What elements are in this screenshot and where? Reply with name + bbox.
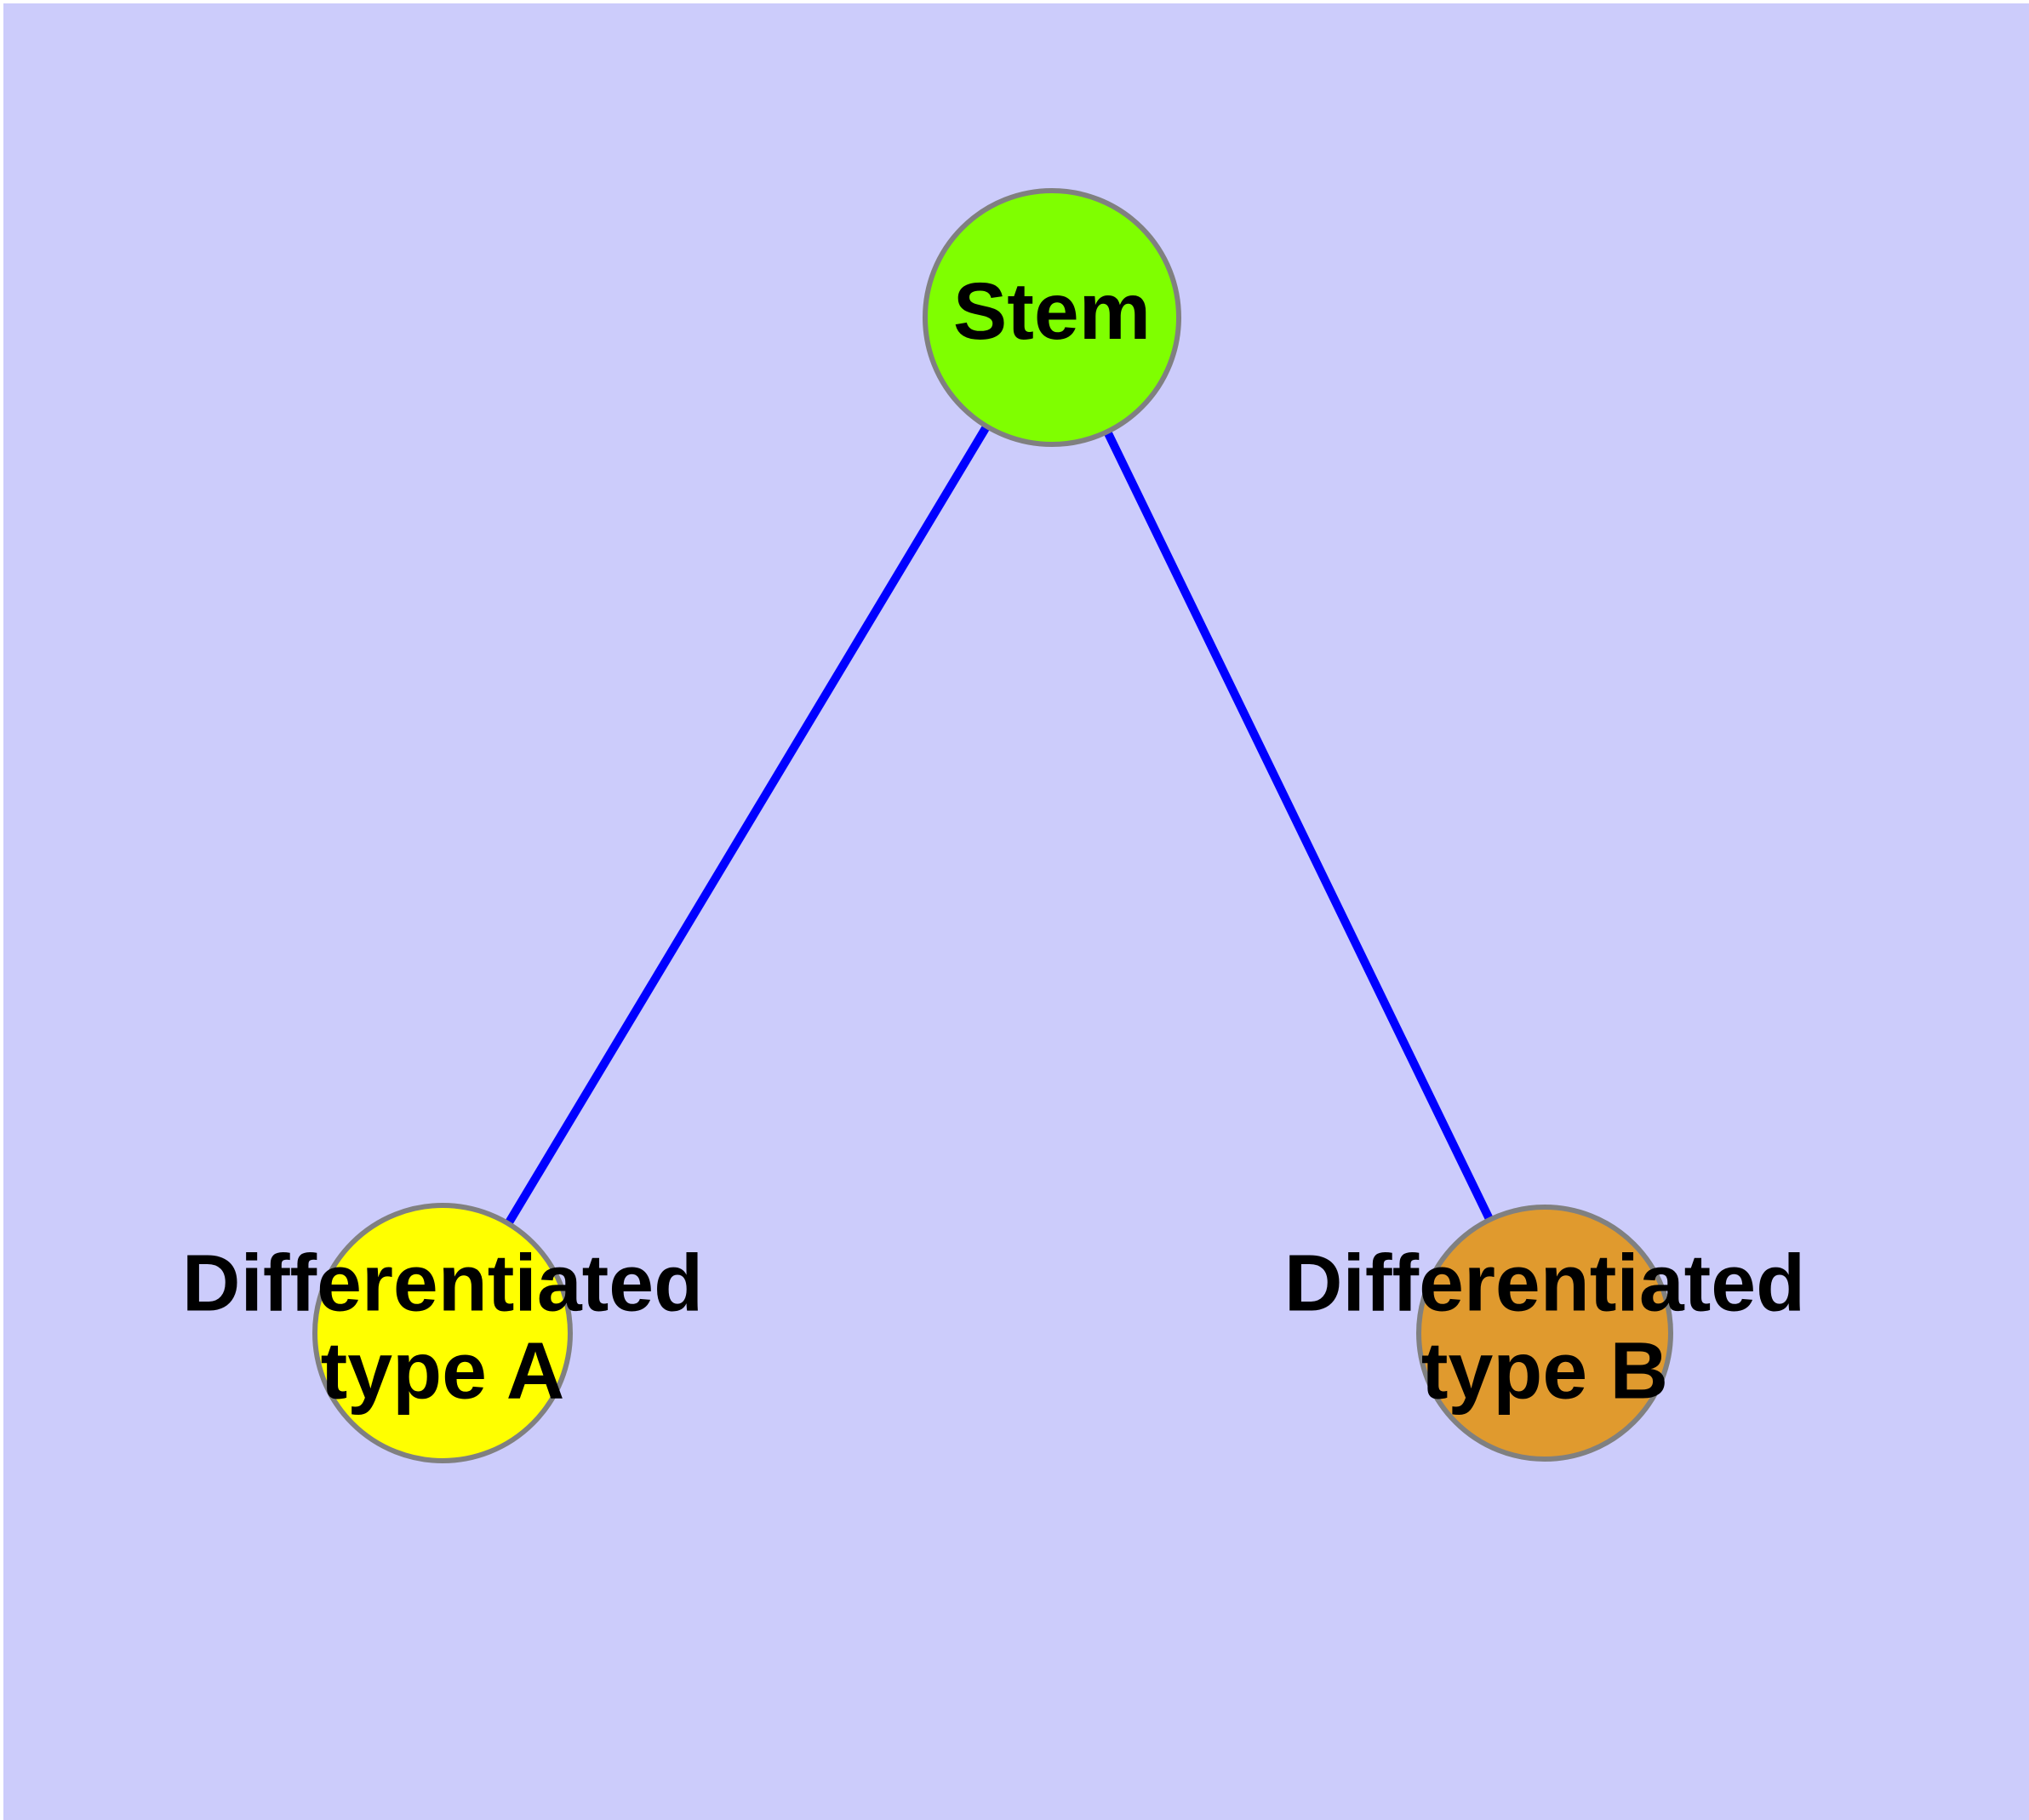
node-label-stem: Stem — [953, 266, 1151, 357]
edge-stem-diff-b[interactable] — [1104, 431, 1494, 1221]
node-label-line: Differentiated — [1284, 1239, 1805, 1329]
node-circle-stem[interactable] — [923, 188, 1181, 447]
node-label-line: Differentiated — [182, 1239, 703, 1329]
node-label-line: type A — [321, 1325, 565, 1416]
node-label-line: Stem — [953, 266, 1151, 357]
node-circle-diff-b[interactable] — [1416, 1205, 1673, 1462]
edge-stem-diff-a[interactable] — [505, 425, 990, 1225]
nodes-layer — [312, 188, 1673, 1463]
edges-layer — [505, 425, 1494, 1225]
node-circle-diff-a[interactable] — [312, 1203, 573, 1463]
node-label-line: type B — [1421, 1325, 1668, 1416]
